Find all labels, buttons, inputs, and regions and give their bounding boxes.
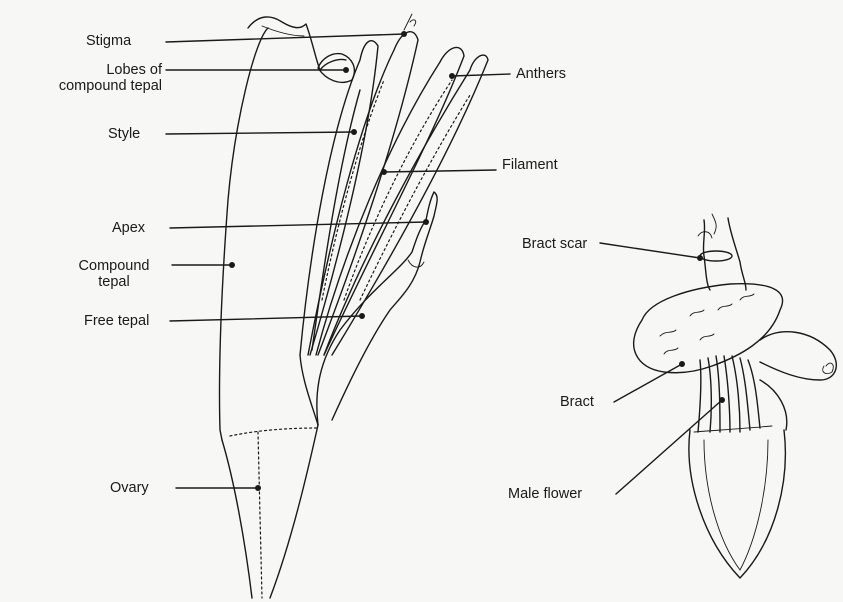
label-compound-line2: tepal	[58, 274, 170, 290]
compound-tepal-left-base	[222, 440, 252, 598]
style	[312, 90, 360, 350]
flower-drawing	[219, 14, 488, 598]
label-style: Style	[108, 126, 140, 142]
stamen-4	[324, 55, 488, 355]
stamen-3	[316, 47, 464, 355]
label-lobes-line1: Lobes of	[0, 62, 162, 78]
label-lobes-of-compound-tepal: Lobes of compound tepal	[0, 62, 162, 94]
compound-tepal-lobes	[248, 17, 346, 70]
compound-tepal-outline	[219, 28, 268, 440]
label-apex: Apex	[112, 220, 145, 236]
label-compound-tepal: Compound tepal	[58, 258, 170, 290]
lower-bract-cone	[689, 430, 785, 578]
label-stigma: Stigma	[86, 33, 131, 49]
bract-scar-shape	[700, 251, 732, 261]
label-bract-scar: Bract scar	[522, 236, 587, 252]
label-compound-line1: Compound	[58, 258, 170, 274]
leader-lines-left	[166, 31, 510, 491]
label-free-tepal: Free tepal	[84, 313, 149, 329]
label-lobes-line2: compound tepal	[0, 78, 162, 94]
ovary-right-edge	[270, 425, 318, 598]
label-filament: Filament	[502, 157, 558, 173]
label-male-flower: Male flower	[508, 486, 582, 502]
label-bract: Bract	[560, 394, 594, 410]
label-anthers: Anthers	[516, 66, 566, 82]
stamen-1	[300, 41, 378, 355]
compound-tepal-right	[300, 355, 318, 425]
bract-drawing	[634, 214, 837, 578]
label-ovary: Ovary	[110, 480, 149, 496]
